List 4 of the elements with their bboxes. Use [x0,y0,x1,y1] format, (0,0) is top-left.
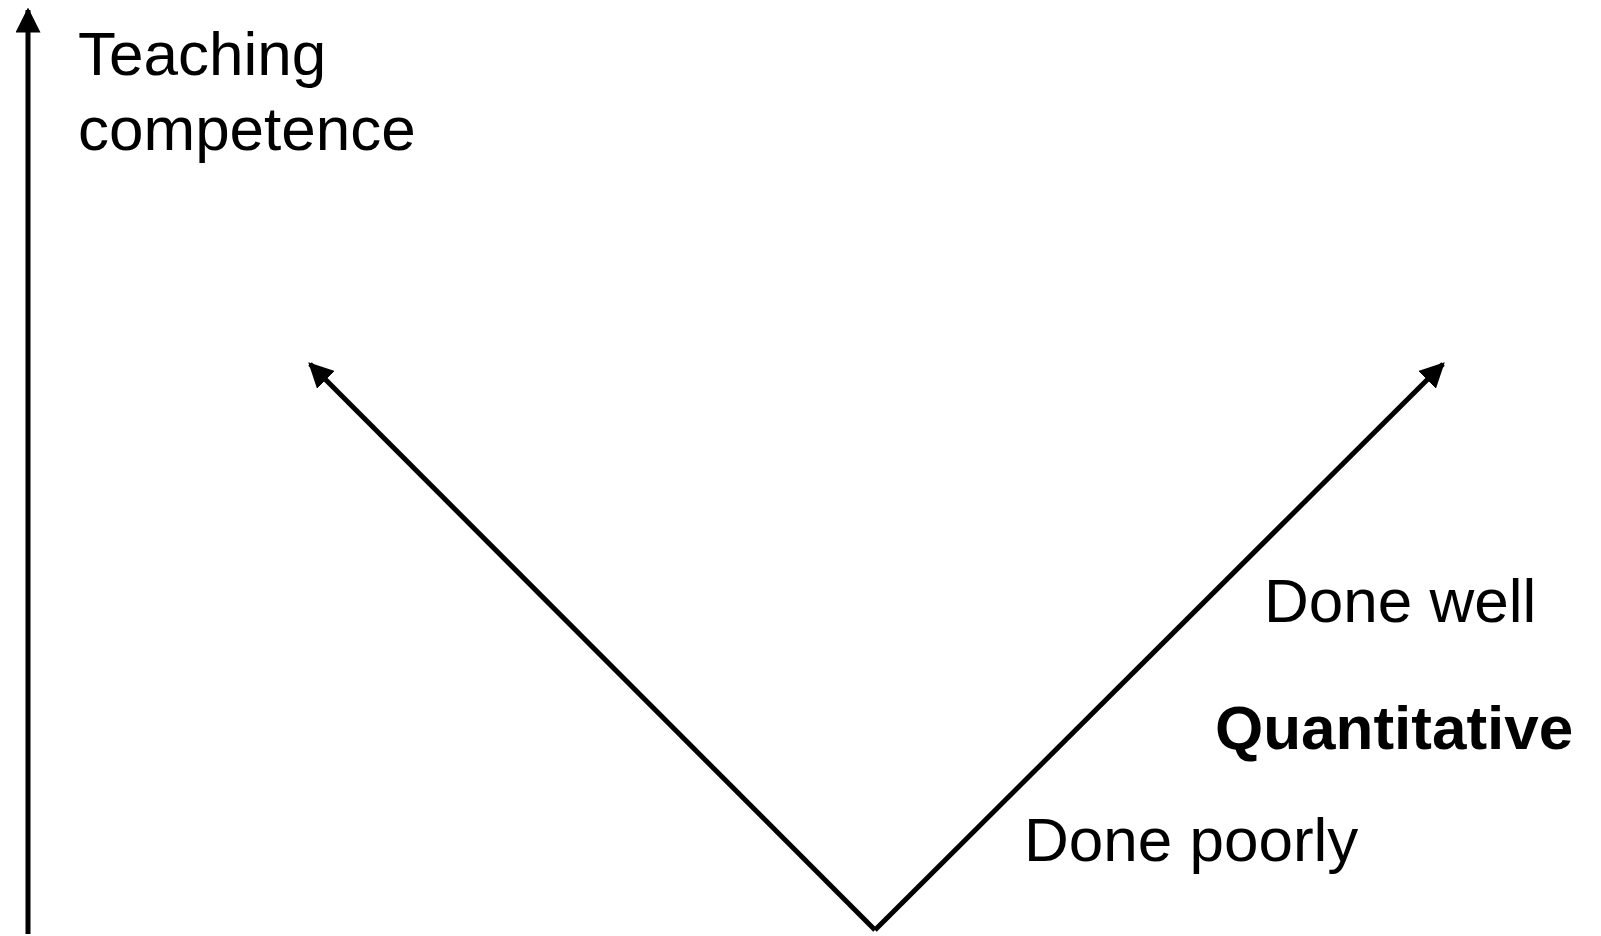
text-label: Quantitative [1215,692,1574,764]
text-label: Done poorly [1024,804,1359,876]
text-label: Done well [1264,565,1537,637]
axis-label: Teaching competence [78,18,417,165]
